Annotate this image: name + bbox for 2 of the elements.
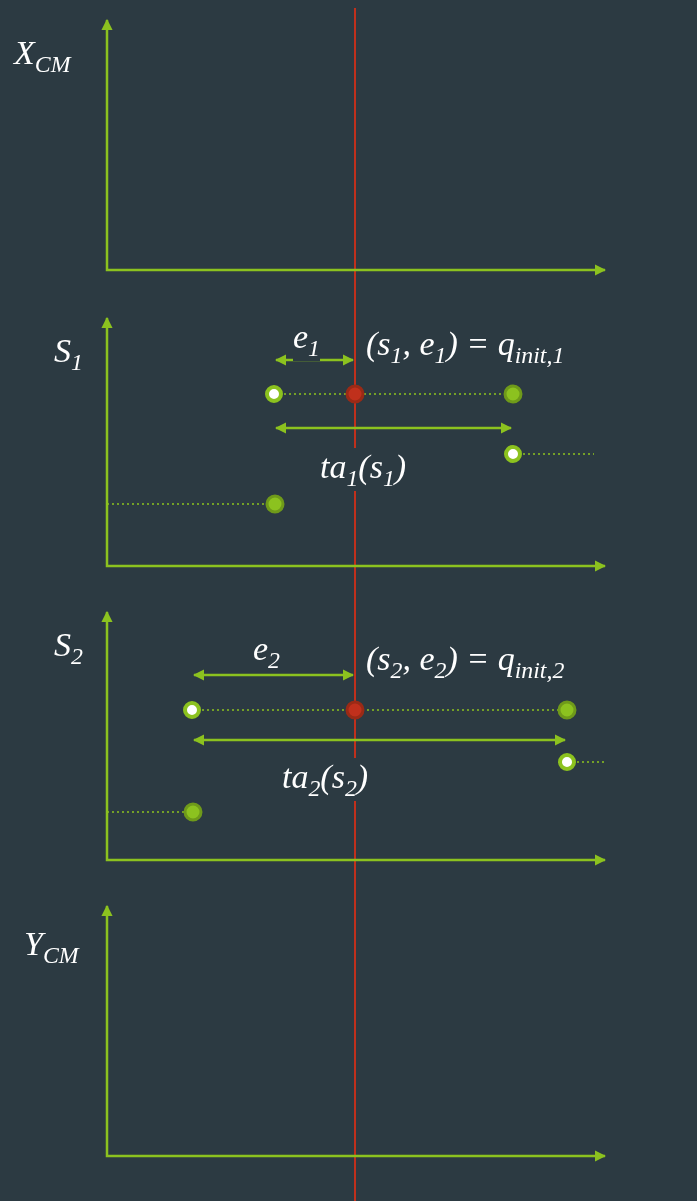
dimension-label: ta$_{2}$(s$_{2}$) xyxy=(282,758,369,801)
dimension-label: ta$_{1}$(s$_{1}$) xyxy=(320,448,407,491)
